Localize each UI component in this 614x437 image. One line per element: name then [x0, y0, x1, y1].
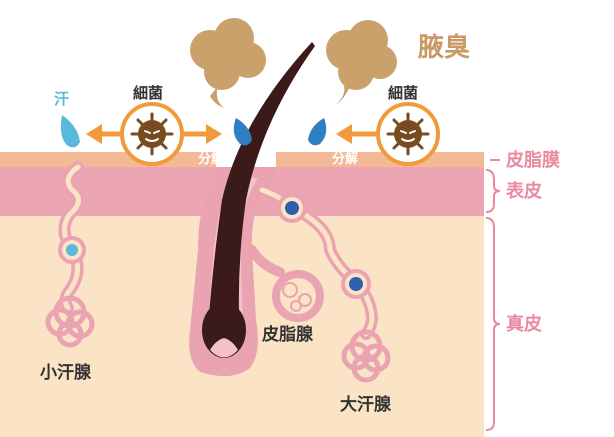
- apocrine-secretion-dot: [285, 201, 299, 215]
- sweat-droplet-icon: [308, 118, 327, 146]
- bacteria-left: [120, 102, 184, 166]
- hair-shaft: [207, 42, 315, 350]
- bacteria-right-label: 細菌: [388, 84, 418, 102]
- sebum-film-label: 皮脂膜: [506, 149, 560, 171]
- arrow-left-to-sweat: [86, 124, 120, 144]
- arrow-left-to-follicle: [184, 124, 222, 144]
- apocrine-secretion-dot: [349, 277, 363, 291]
- eccrine-label: 小汗腺: [40, 362, 92, 383]
- sweat-label: 汗: [54, 90, 69, 108]
- bacteria-right: [376, 102, 440, 166]
- sebaceous-gland: [247, 245, 324, 322]
- apocrine-label: 大汗腺: [340, 394, 392, 415]
- decompose-right-label: 分解: [332, 151, 358, 167]
- dermis-bracket: [485, 217, 501, 431]
- sebaceous-label: 皮脂腺: [262, 324, 314, 345]
- epidermis-label: 表皮: [506, 180, 542, 202]
- eccrine-sweat-dot: [66, 244, 78, 256]
- odor-label: 腋臭: [418, 33, 470, 63]
- bacteria-icon: [130, 112, 174, 156]
- apocrine-gland: [256, 184, 391, 383]
- sweat-droplet-icon: [60, 115, 80, 148]
- bacteria-icon: [386, 112, 430, 156]
- bacteria-left-label: 細菌: [133, 84, 163, 102]
- odor-cloud-icon: [326, 20, 397, 104]
- sweat-droplet-icon: [233, 118, 252, 146]
- odor-cloud-icon: [190, 18, 266, 108]
- dermis-label: 真皮: [506, 313, 542, 335]
- hair-bulb: [202, 302, 246, 358]
- arrow-right-to-follicle: [336, 124, 376, 144]
- eccrine-gland: [45, 161, 95, 348]
- epidermis-bracket: [485, 169, 501, 213]
- decompose-left-label: 分解: [198, 151, 224, 167]
